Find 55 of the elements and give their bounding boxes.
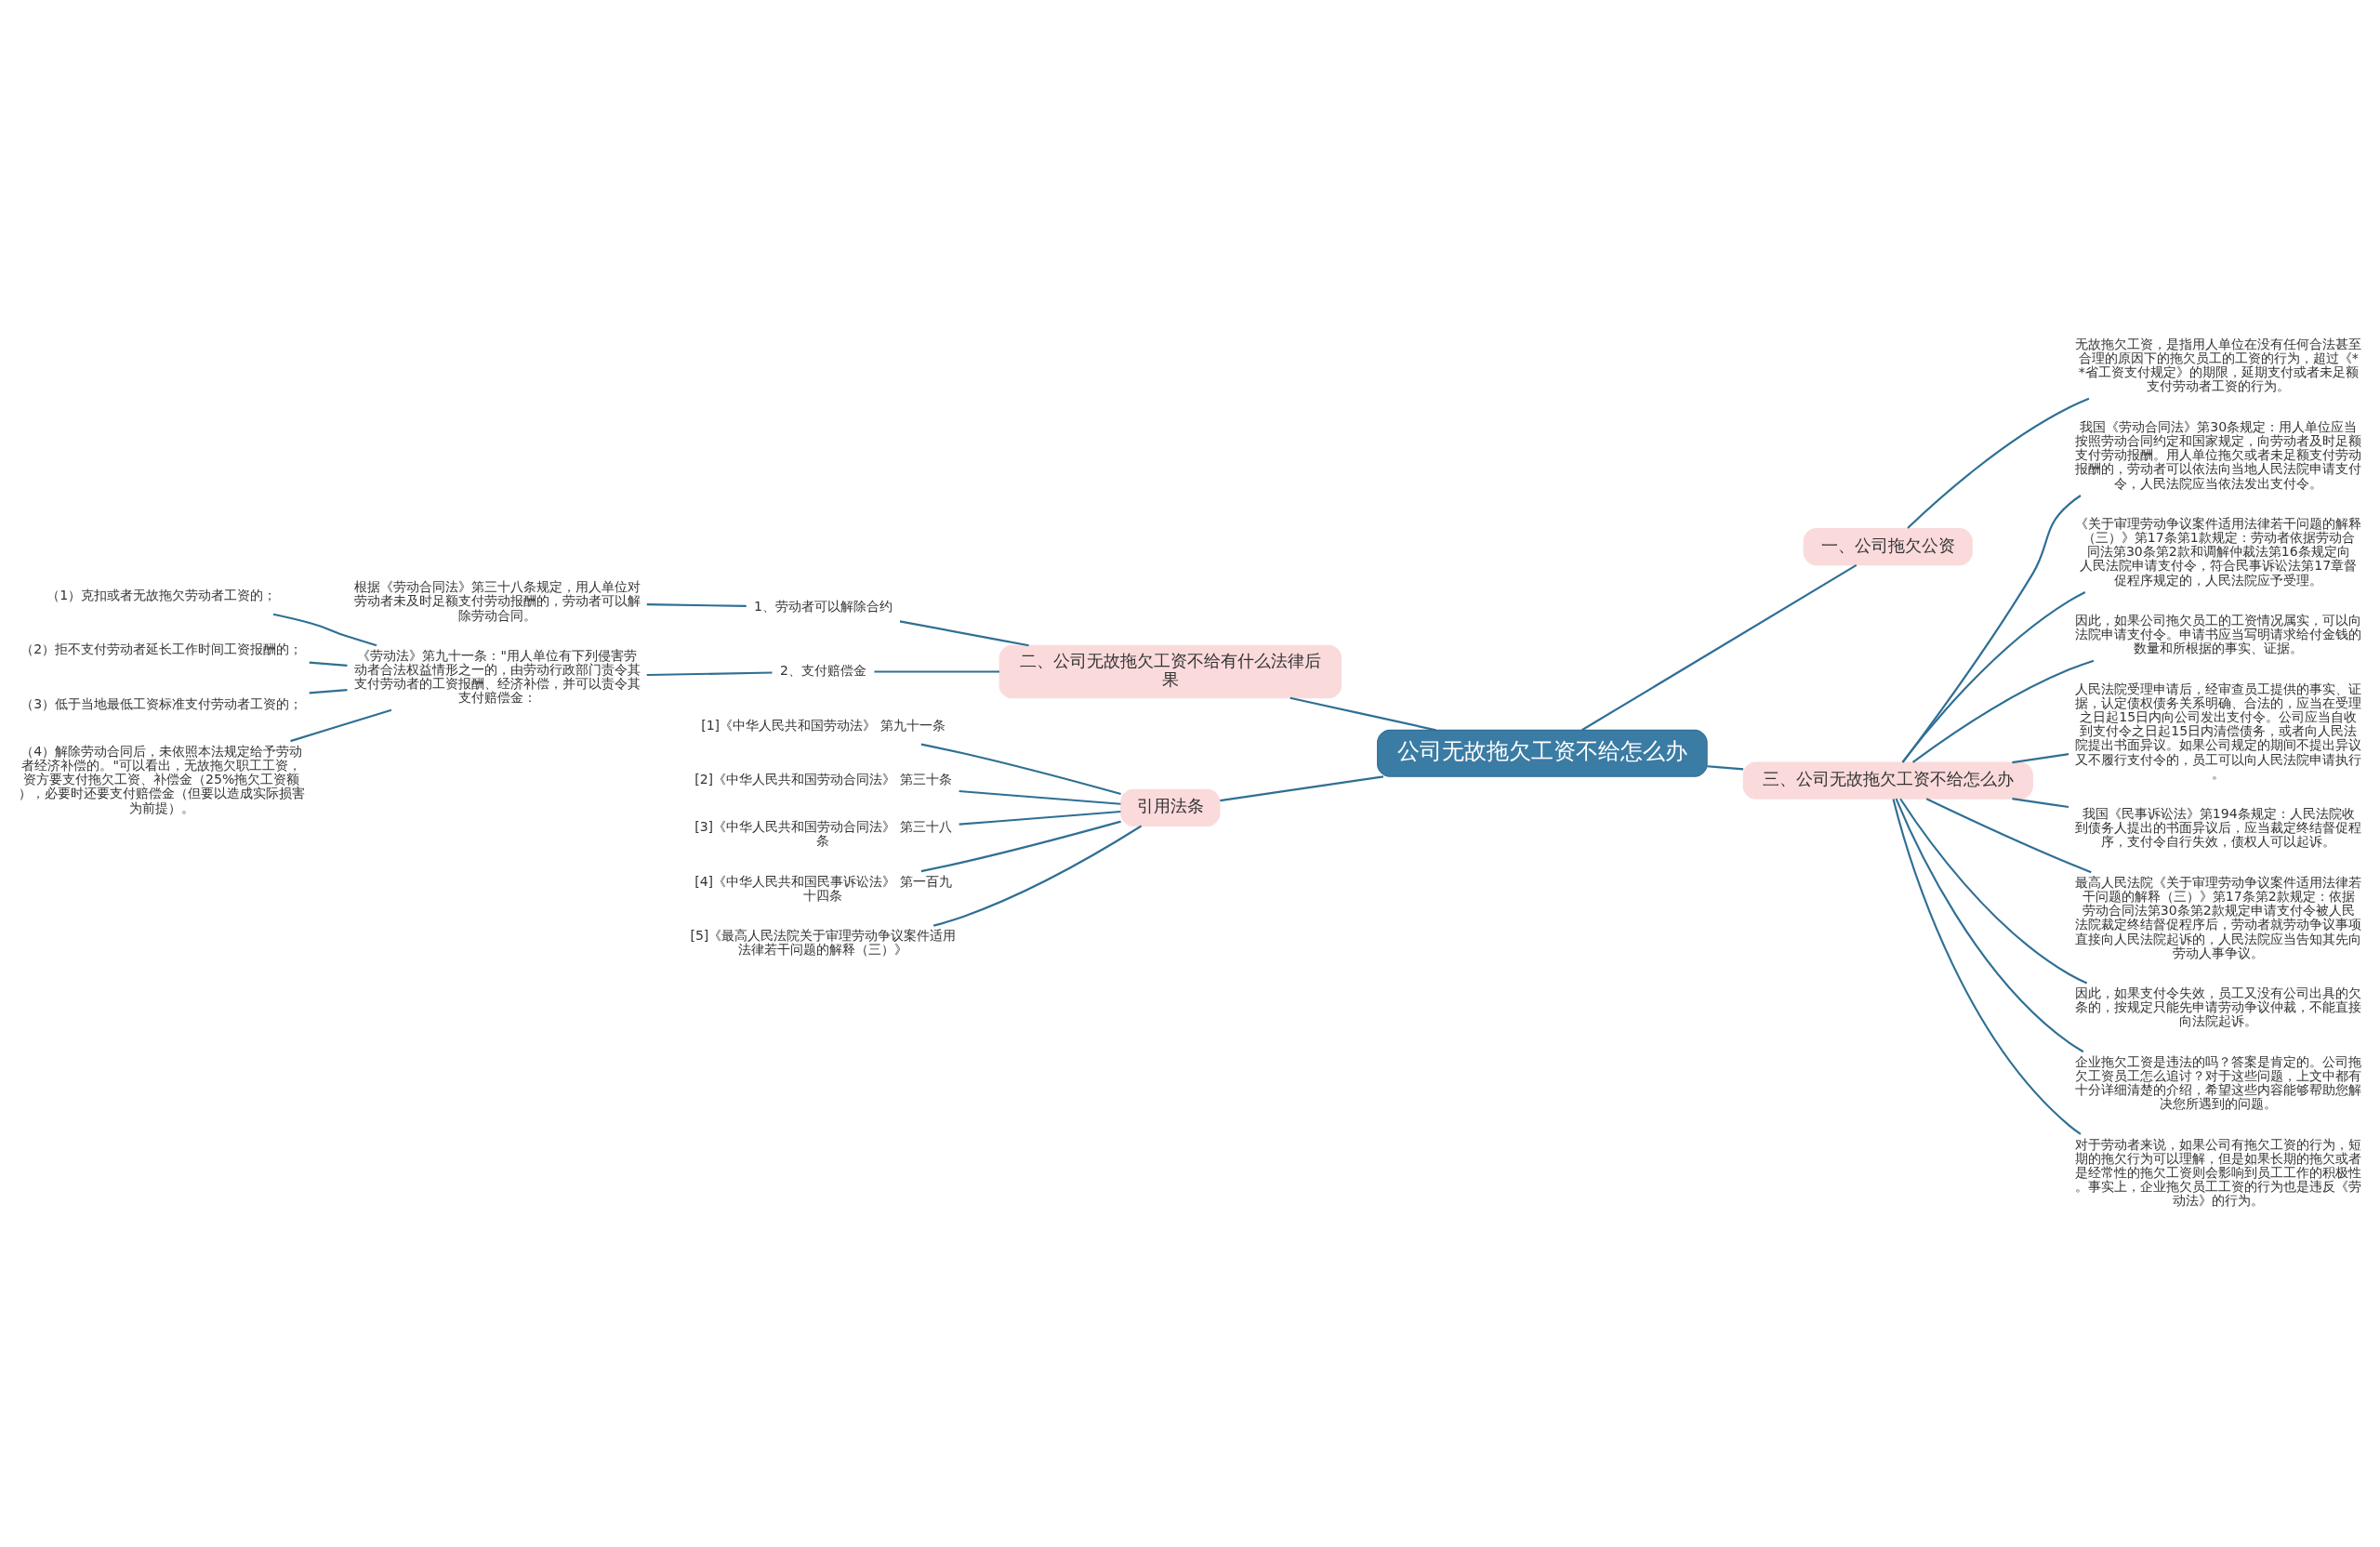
node-text: 2、支付赔偿金	[779, 663, 866, 679]
connector	[309, 689, 348, 694]
connector	[646, 603, 747, 607]
connector	[1895, 798, 2084, 1053]
connector	[1911, 659, 2095, 763]
connector	[1901, 590, 2086, 763]
node-text: 我国《劳动合同法》第30条规定：用人单位应当按照劳动合同约定和国家规定，向劳动者及时足额支付劳动报酬。用人单位拖欠或者未足额支付劳动报酬的，劳动者可以依法向当地人民法院申请支付令，人民法院应当依法发出支付令。	[2075, 418, 2362, 491]
node-box: 二、公司无故拖欠工资不给有什么法律后果	[998, 644, 1342, 699]
node-text: 《劳动法》第九十一条："用人单位有下列侵害劳动者合法权益情形之一的，由劳动行政部门责令其支付劳动者的工资报酬、经济补偿，并可以责令其支付赔偿金：	[353, 647, 641, 706]
node-text: 最高人民法院《关于审理劳动争议案件适用法律若干问题的解释（三）》第17条第2款规定：依据劳动合同法第30条第2款规定申请支付令被人民法院裁定终结督促程序后，劳动者就劳动争议事项直接向人民法院起诉的，人民法院应当告知其先向劳动人事争议。	[2075, 874, 2362, 960]
node-text: 我国《民事诉讼法》第194条规定：人民法院收到债务人提出的书面异议后，应当裁定终结督促程序，支付令自行失效，债权人可以起诉。	[2075, 806, 2362, 850]
node-text: 人民法院受理申请后，经审查员工提供的事实、证据，认定债权债务关系明确、合法的，应当在受理之日起15日内向公司发出支付令。公司应当自收到支付令之日起15日内清偿债务，或者向人民法院提出书面异议。如果公司规定的期间不提出异议又不履行支付令的，员工可以向人民法院申请执行。	[2075, 681, 2362, 781]
node-text: 对于劳动者来说，如果公司有拖欠工资的行为，短期的拖欠行为可以理解，但是如果长期的拖欠或者是经常性的拖欠工资则会影响到员工工作的积极性。事实上，企业拖欠员工工资的行为也是违反《劳动法》的行为。	[2075, 1136, 2362, 1209]
connector	[1581, 563, 1858, 732]
node-text: [4]《中华人民共和国民事诉讼法》 第一百九十四条	[694, 873, 952, 903]
connector	[309, 661, 348, 668]
connector	[1892, 799, 2082, 1135]
connector	[1907, 397, 2090, 529]
connector	[1220, 775, 1384, 802]
node-text: [5]《最高人民法院关于审理劳动争议案件适用法律若干问题的解释（三）》	[690, 928, 957, 958]
connector	[874, 670, 999, 673]
node-box: 一、公司拖欠公资	[1803, 528, 1973, 566]
connector	[2012, 798, 2069, 809]
node-text: 企业拖欠工资是违法的吗？答案是肯定的。公司拖欠工资员工怎么追讨？对于这些问题，上文中都有十分详细清楚的介绍，希望这些内容能够帮助您解决您所遇到的问题。	[2075, 1053, 2362, 1112]
connector	[646, 671, 773, 677]
connector	[290, 708, 392, 743]
connector	[932, 825, 1143, 927]
connector	[1707, 765, 1744, 771]
node-text: 因此，如果公司拖欠员工的工资情况属实，可以向法院申请支付令。申请书应当写明请求给付金钱的数量和所根据的事实、证据。	[2075, 612, 2362, 656]
connector	[1289, 696, 1436, 732]
node-text: （4）解除劳动合同后，未依照本法规定给予劳动者经济补偿的。"可以看出，无故拖欠职工工资，资方要支付拖欠工资、补偿金（25%拖欠工资额），必要时还要支付赔偿金（但要以造成实际损害为前提）。	[18, 743, 305, 815]
connector	[1925, 798, 2092, 874]
node-box: 引用法条	[1120, 788, 1221, 826]
node-text: 根据《劳动合同法》第三十八条规定，用人单位对劳动者未及时足额支付劳动报酬的，劳动者可以解除劳动合同。	[353, 579, 641, 623]
node-box: 公司无故拖欠工资不给怎么办	[1377, 729, 1708, 777]
node-text: 因此，如果支付令失效，员工又没有公司出具的欠条的，按规定只能先申请劳动争议仲裁，不能直接向法院起诉。	[2075, 985, 2362, 1029]
node-text: （1）克扣或者无故拖欠劳动者工资的；	[46, 587, 277, 602]
connector	[2012, 753, 2069, 764]
connector	[920, 743, 1121, 796]
node-text: 1、劳动者可以解除合约	[753, 598, 892, 614]
node-text: [3]《中华人民共和国劳动合同法》 第三十八条	[694, 819, 952, 849]
connector	[272, 613, 377, 647]
connector	[899, 620, 1029, 647]
connector	[920, 820, 1121, 873]
connector	[959, 789, 1121, 805]
node-text: 《关于审理劳动争议案件适用法律若干问题的解释（三）》第17条第1款规定：劳动者依据劳动合同法第30条第2款和调解仲裁法第16条规定向人民法院申请支付令，符合民事诉讼法第17章督促程序规定的，人民法院应予受理。	[2075, 515, 2362, 588]
node-text: [1]《中华人民共和国劳动法》 第九十一条	[701, 717, 945, 733]
connector	[1901, 495, 2082, 763]
connector	[1899, 798, 2088, 985]
node-text: （2）拒不支付劳动者延长工作时间工资报酬的；	[20, 641, 303, 657]
node-text: （3）低于当地最低工资标准支付劳动者工资的；	[20, 695, 303, 711]
node-text: 无故拖欠工资，是指用人单位在没有任何合法甚至合理的原因下的拖欠员工的工资的行为，超过《**省工资支付规定》的期限，延期支付或者未足额支付劳动者工资的行为。	[2075, 336, 2362, 394]
node-text: [2]《中华人民共和国劳动合同法》 第三十条	[694, 772, 952, 787]
connector	[959, 810, 1121, 826]
node-box: 三、公司无故拖欠工资不给怎么办	[1742, 761, 2033, 800]
